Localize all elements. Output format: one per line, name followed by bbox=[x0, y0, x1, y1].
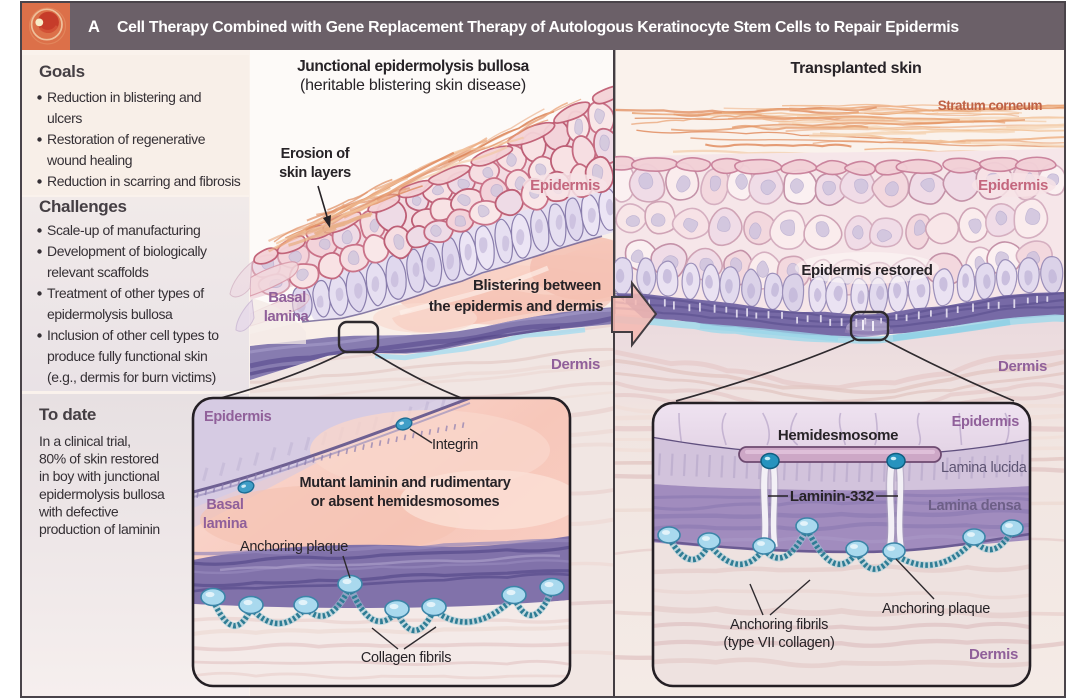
svg-text:(e.g., dermis for burn victims: (e.g., dermis for burn victims) bbox=[47, 369, 216, 385]
svg-text:80% of skin restored: 80% of skin restored bbox=[39, 451, 159, 467]
svg-text:skin layers: skin layers bbox=[279, 165, 351, 181]
svg-text:Anchoring fibrils: Anchoring fibrils bbox=[730, 617, 828, 633]
svg-text:Erosion of: Erosion of bbox=[281, 146, 350, 162]
svg-text:the epidermis and dermis: the epidermis and dermis bbox=[429, 298, 604, 315]
svg-text:Epidermis: Epidermis bbox=[204, 409, 272, 425]
svg-text:produce fully functional skin: produce fully functional skin bbox=[47, 348, 207, 364]
svg-text:Transplanted skin: Transplanted skin bbox=[791, 60, 922, 77]
svg-text:Epidermis: Epidermis bbox=[978, 177, 1048, 194]
svg-text:lamina: lamina bbox=[264, 308, 310, 325]
svg-text:Scale-up of manufacturing: Scale-up of manufacturing bbox=[47, 222, 200, 238]
svg-text:Dermis: Dermis bbox=[551, 356, 600, 373]
svg-text:epidermolysis bullosa: epidermolysis bullosa bbox=[39, 486, 165, 502]
svg-text:epidermolysis bullosa: epidermolysis bullosa bbox=[47, 306, 173, 322]
svg-text:Collagen fibrils: Collagen fibrils bbox=[361, 650, 451, 666]
svg-text:Cell Therapy Combined with Gen: Cell Therapy Combined with Gene Replacem… bbox=[117, 19, 959, 36]
svg-text:lamina: lamina bbox=[203, 516, 248, 532]
svg-text:A: A bbox=[88, 18, 100, 36]
svg-text:Epidermis restored: Epidermis restored bbox=[801, 262, 932, 279]
svg-text:(type VII collagen): (type VII collagen) bbox=[723, 635, 834, 651]
svg-text:Development of biologically: Development of biologically bbox=[47, 243, 207, 259]
svg-text:Dermis: Dermis bbox=[998, 358, 1047, 375]
svg-text:To date: To date bbox=[39, 405, 96, 424]
svg-text:Integrin: Integrin bbox=[432, 437, 478, 453]
svg-text:Epidermis: Epidermis bbox=[952, 414, 1020, 430]
svg-text:Challenges: Challenges bbox=[39, 197, 127, 216]
svg-text:Epidermis: Epidermis bbox=[530, 177, 600, 194]
svg-text:In a clinical trial,: In a clinical trial, bbox=[39, 433, 131, 449]
svg-text:(heritable blistering skin dis: (heritable blistering skin disease) bbox=[300, 77, 526, 94]
svg-text:Lamina densa: Lamina densa bbox=[928, 498, 1022, 514]
svg-text:production of laminin: production of laminin bbox=[39, 521, 160, 537]
svg-text:or absent hemidesmosomes: or absent hemidesmosomes bbox=[311, 494, 500, 510]
svg-text:Inclusion of other cell types: Inclusion of other cell types to bbox=[47, 327, 219, 343]
svg-text:Restoration of regenerative: Restoration of regenerative bbox=[47, 131, 206, 147]
svg-text:with defective: with defective bbox=[38, 503, 119, 519]
svg-text:Stratum corneum: Stratum corneum bbox=[938, 98, 1043, 113]
svg-text:relevant scaffolds: relevant scaffolds bbox=[47, 264, 149, 280]
svg-text:Hemidesmosome: Hemidesmosome bbox=[778, 427, 898, 444]
svg-text:Junctional epidermolysis bullo: Junctional epidermolysis bullosa bbox=[297, 58, 530, 75]
svg-text:wound healing: wound healing bbox=[46, 152, 132, 168]
svg-text:in boy with junctional: in boy with junctional bbox=[39, 468, 160, 484]
svg-text:Dermis: Dermis bbox=[969, 646, 1018, 663]
svg-text:Reduction in scarring and fibr: Reduction in scarring and fibrosis bbox=[47, 173, 241, 189]
svg-text:Reduction in blistering and: Reduction in blistering and bbox=[47, 89, 201, 105]
svg-text:Anchoring plaque: Anchoring plaque bbox=[882, 601, 990, 617]
svg-text:Blistering between: Blistering between bbox=[473, 277, 601, 294]
svg-text:Basal: Basal bbox=[268, 289, 306, 306]
svg-text:Goals: Goals bbox=[39, 62, 85, 81]
svg-text:ulcers: ulcers bbox=[47, 110, 82, 126]
svg-text:Laminin-332: Laminin-332 bbox=[790, 488, 874, 505]
svg-text:Lamina lucida: Lamina lucida bbox=[941, 460, 1028, 476]
svg-text:Basal: Basal bbox=[206, 497, 243, 513]
svg-text:Anchoring plaque: Anchoring plaque bbox=[240, 539, 348, 555]
svg-text:Treatment of other types of: Treatment of other types of bbox=[47, 285, 204, 301]
svg-text:Mutant laminin and rudimentary: Mutant laminin and rudimentary bbox=[300, 475, 511, 491]
